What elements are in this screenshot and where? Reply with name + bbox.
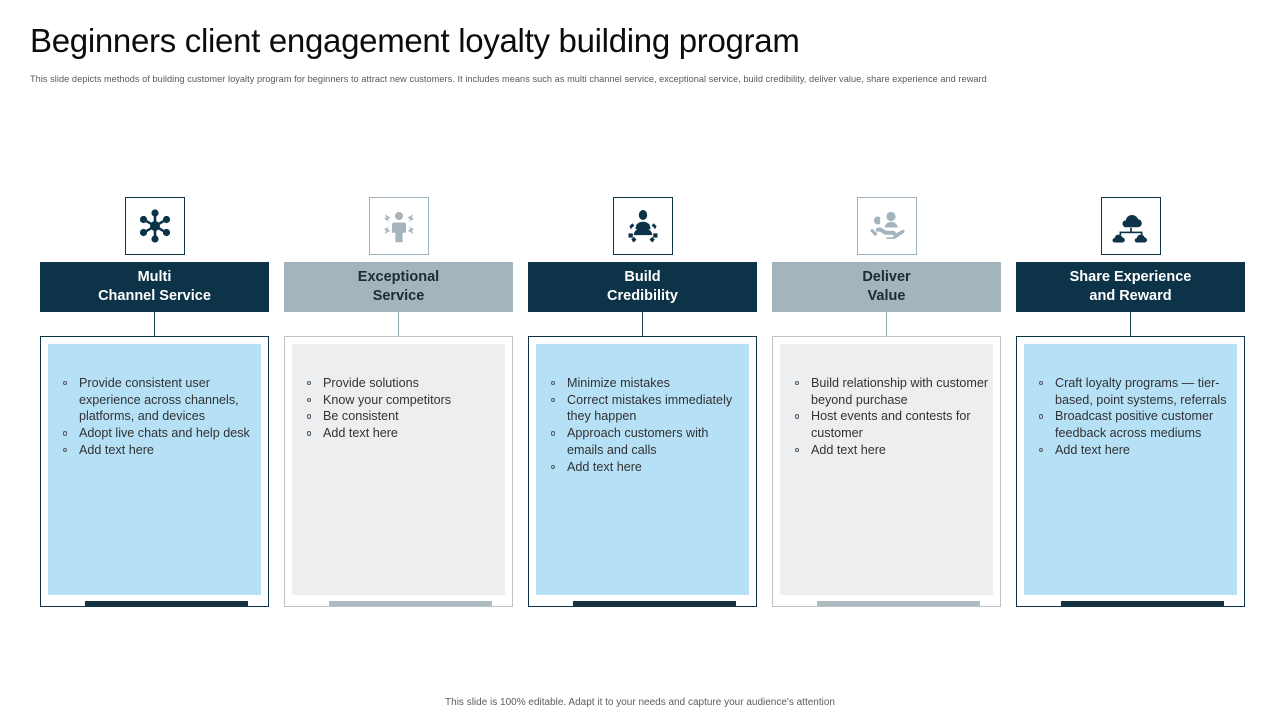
card-fill [536,344,749,595]
list-item: Add text here [1033,442,1234,459]
column-share-experience-and-reward[interactable]: Share Experience and Reward Craft loyalt… [1016,197,1245,607]
bullet-list: Provide solutions Know your competitors … [301,375,502,442]
list-item: Adopt live chats and help desk [57,425,258,442]
card-fill [48,344,261,595]
hand-holding-person-icon [856,197,917,255]
bullet-list: Craft loyalty programs — tier-based, poi… [1033,375,1234,459]
card-bottom-bar [573,601,736,606]
person-gear-icon [612,197,673,255]
content-card[interactable]: Minimize mistakes Correct mistakes immed… [528,336,757,607]
list-item: Craft loyalty programs — tier-based, poi… [1033,375,1234,408]
list-item: Broadcast positive customer feedback acr… [1033,408,1234,441]
list-item: Add text here [57,442,258,459]
icon-wrap [284,197,513,257]
connector-line [40,312,269,336]
bullet-list: Minimize mistakes Correct mistakes immed… [545,375,746,475]
footer-note: This slide is 100% editable. Adapt it to… [445,697,835,708]
icon-wrap [772,197,1001,257]
connector-line [1016,312,1245,336]
card-bottom-bar [817,601,980,606]
column-title-line1: Share Experience [1069,269,1192,286]
icon-wrap [40,197,269,257]
list-item: Add text here [301,425,502,442]
column-title-line1: Multi [137,269,172,286]
connector-line [528,312,757,336]
column-multi-channel-service[interactable]: Multi Channel Service Provide consistent… [40,197,269,607]
column-title-line1: Deliver [862,269,911,286]
list-item: Host events and contests for customer [789,408,990,441]
cloud-network-icon [1100,197,1161,255]
column-title-line2: and Reward [1089,288,1172,304]
column-title-line2: Channel Service [98,288,211,304]
list-item: Provide solutions [301,375,502,392]
list-item: Correct mistakes immediately they happen [545,392,746,425]
list-item: Add text here [545,459,746,476]
column-group: Multi Channel Service Provide consistent… [40,197,1245,607]
column-header-band: Share Experience and Reward [1016,262,1245,312]
column-title-line1: Exceptional [357,269,440,286]
column-header-band: Deliver Value [772,262,1001,312]
person-arrows-icon [368,197,429,255]
list-item: Provide consistent user experience acros… [57,375,258,425]
card-fill [780,344,993,595]
network-hub-icon [124,197,185,255]
column-exceptional-service[interactable]: Exceptional Service Provide solutions Kn… [284,197,513,607]
list-item: Know your competitors [301,392,502,409]
connector-line [772,312,1001,336]
bullet-list: Build relationship with customer beyond … [789,375,990,459]
content-card[interactable]: Craft loyalty programs — tier-based, poi… [1016,336,1245,607]
content-card[interactable]: Provide solutions Know your competitors … [284,336,513,607]
column-header-band: Build Credibility [528,262,757,312]
column-title-line2: Service [372,288,425,304]
list-item: Add text here [789,442,990,459]
card-fill [292,344,505,595]
content-card[interactable]: Provide consistent user experience acros… [40,336,269,607]
column-title-line1: Build [624,269,661,286]
card-bottom-bar [329,601,492,606]
list-item: Minimize mistakes [545,375,746,392]
column-header-band: Exceptional Service [284,262,513,312]
icon-wrap [1016,197,1245,257]
list-item: Approach customers with emails and calls [545,425,746,458]
list-item: Build relationship with customer beyond … [789,375,990,408]
column-header-band: Multi Channel Service [40,262,269,312]
column-deliver-value[interactable]: Deliver Value Build relationship with cu… [772,197,1001,607]
slide-subtitle: This slide depicts methods of building c… [30,74,987,84]
column-title-line2: Value [867,288,906,304]
card-bottom-bar [1061,601,1224,606]
column-build-credibility[interactable]: Build Credibility Minimize mistakes Corr… [528,197,757,607]
slide-title: Beginners client engagement loyalty buil… [30,22,800,59]
bullet-list: Provide consistent user experience acros… [57,375,258,459]
content-card[interactable]: Build relationship with customer beyond … [772,336,1001,607]
list-item: Be consistent [301,408,502,425]
connector-line [284,312,513,336]
card-fill [1024,344,1237,595]
icon-wrap [528,197,757,257]
column-title-line2: Credibility [607,288,678,304]
card-bottom-bar [85,601,248,606]
